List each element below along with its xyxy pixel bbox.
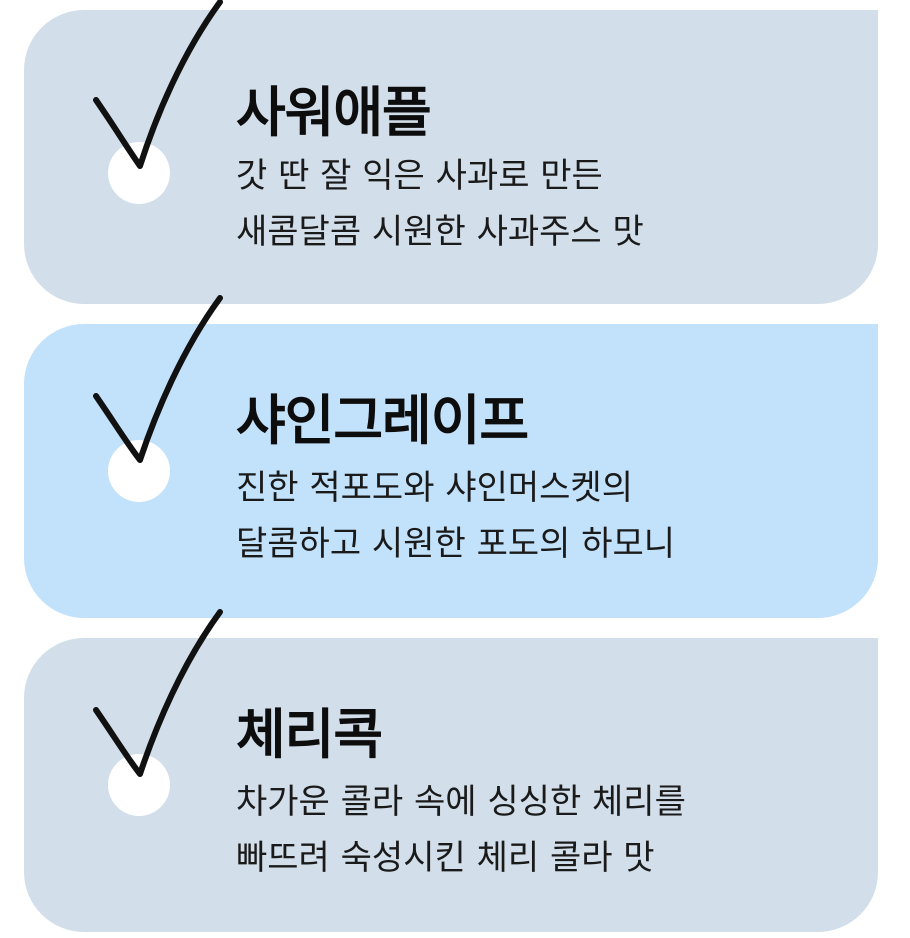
flavor-title: 체리콕: [236, 703, 383, 766]
checkmark-dot: [108, 754, 170, 816]
flavor-description-line: 빠뜨려 숙성시킨 체리 콜라 맛: [236, 838, 655, 878]
flavor-description-line: 차가운 콜라 속에 싱싱한 체리를: [236, 782, 686, 822]
flavor-card-sour-apple: 사워애플 갓 딴 잘 익은 사과로 만든 새콤달콤 시원한 사과주스 맛: [24, 0, 878, 304]
flavor-description-line: 갓 딴 잘 익은 사과로 만든: [236, 156, 603, 196]
checkmark-icon: [93, 0, 223, 169]
flavor-description: 진한 적포도와 샤인머스켓의 달콤하고 시원한 포도의 하모니: [236, 460, 675, 572]
flavor-title: 샤인그레이프: [236, 389, 529, 452]
checkmark-icon: [93, 609, 223, 777]
checkmark-dot: [108, 142, 170, 204]
flavor-title: 사워애플: [236, 81, 432, 144]
checkmark-dot: [108, 440, 170, 502]
flavor-description-line: 달콤하고 시원한 포도의 하모니: [236, 524, 676, 564]
flavor-description: 차가운 콜라 속에 싱싱한 체리를 빠뜨려 숙성시킨 체리 콜라 맛: [236, 774, 686, 886]
checkmark-icon: [93, 295, 223, 463]
flavor-description: 갓 딴 잘 익은 사과로 만든 새콤달콤 시원한 사과주스 맛: [236, 148, 644, 260]
flavor-card-cherry-coke: 체리콕 차가운 콜라 속에 싱싱한 체리를 빠뜨려 숙성시킨 체리 콜라 맛: [24, 609, 878, 932]
flavor-description-line: 새콤달콤 시원한 사과주스 맛: [236, 212, 644, 252]
flavor-card-shine-grape: 샤인그레이프 진한 적포도와 샤인머스켓의 달콤하고 시원한 포도의 하모니: [24, 295, 878, 618]
flavor-description-line: 진한 적포도와 샤인머스켓의: [236, 468, 633, 508]
